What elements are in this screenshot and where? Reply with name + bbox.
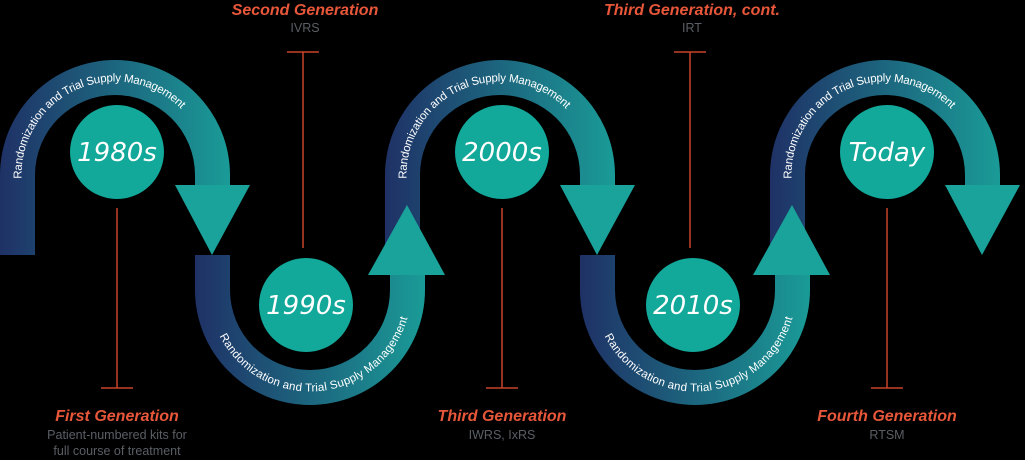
era-circle-today: [840, 105, 934, 199]
connector-lines: [101, 51, 903, 389]
era-label-2000s: 2000s: [462, 138, 542, 168]
arch-band-3: [770, 60, 1000, 255]
era-label-1980s: 1980s: [77, 138, 157, 168]
generation-title-4: Third Generation, cont.: [604, 2, 780, 19]
arrowhead-up-2: [753, 205, 830, 275]
generation-title-5: Fourth Generation: [817, 408, 957, 425]
arch-band-4: [195, 255, 425, 405]
generation-title-1: First Generation: [55, 408, 179, 425]
generation-desc-1a: Patient-numbered kits for: [47, 428, 187, 442]
generation-desc-4: IRT: [682, 21, 702, 35]
arrowhead-down-3: [945, 185, 1020, 255]
generation-desc-3: IWRS, IxRS: [469, 428, 536, 442]
generation-title-2: Second Generation: [232, 2, 379, 19]
era-circle-1990s: [259, 258, 353, 352]
arrowhead-down-1: [175, 185, 250, 255]
arrowhead-down-2: [560, 185, 635, 255]
era-label-1990s: 1990s: [266, 291, 346, 321]
arch-band-2: [385, 60, 615, 255]
generation-desc-5: RTSM: [869, 428, 904, 442]
era-label-today: Today: [849, 138, 926, 168]
generation-desc-2: IVRS: [290, 21, 319, 35]
generation-title-3: Third Generation: [438, 408, 567, 425]
era-label-2010s: 2010s: [653, 291, 733, 321]
era-circle-1980s: [70, 105, 164, 199]
era-circle-2000s: [455, 105, 549, 199]
arch-band-1: [0, 60, 230, 255]
arch-band-5: [580, 255, 810, 405]
era-circle-2010s: [646, 258, 740, 352]
generation-desc-1b: full course of treatment: [53, 444, 181, 458]
arrowhead-up-1: [368, 205, 445, 275]
